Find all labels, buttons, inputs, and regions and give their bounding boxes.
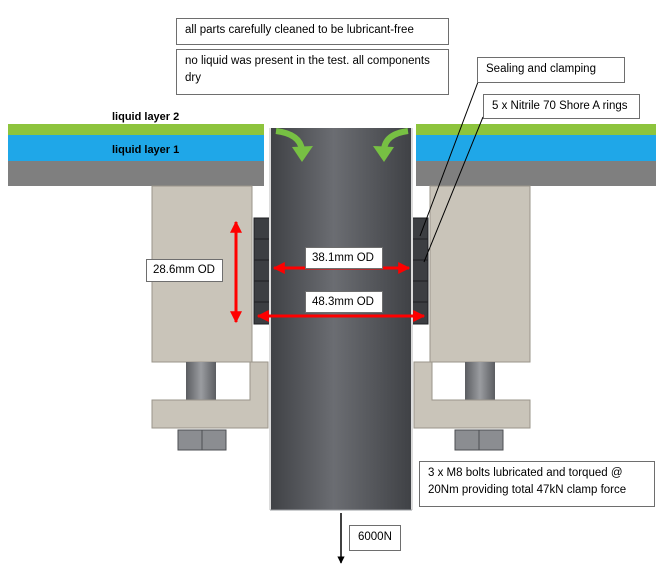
right-bolt-shank: [465, 362, 495, 400]
note-dry: no liquid was present in the test. all c…: [176, 49, 449, 95]
load-label-text: 6000N: [358, 531, 392, 543]
note-bolts-text: 3 x M8 bolts lubricated and torqued @ 20…: [428, 467, 627, 496]
left-ring-4: [253, 280, 271, 303]
left-ring-1: [253, 217, 271, 240]
dim-tube-od-text: 38.1mm OD: [312, 252, 374, 264]
left-ring-5: [253, 301, 271, 325]
flow-arrow-left-head-icon: [292, 146, 313, 162]
flow-arrow-right-head-icon: [373, 146, 394, 162]
right-ring-3: [411, 259, 429, 282]
test-tube: [270, 128, 412, 510]
leader-sealing: [419, 81, 479, 237]
note-sealing: Sealing and clamping: [477, 57, 625, 83]
right-ring-5: [411, 301, 429, 325]
left-nut-1: [177, 429, 203, 451]
note-rings-text: 5 x Nitrile 70 Shore A rings: [492, 100, 628, 112]
left-seal-rings: [253, 217, 271, 325]
load-label: 6000N: [349, 525, 401, 551]
left-nut-2: [201, 429, 227, 451]
dim-tube-od-label: 38.1mm OD: [305, 247, 383, 269]
dim-ring-od-label: 48.3mm OD: [305, 291, 383, 313]
left-bolt-shank: [186, 362, 216, 400]
label-liquid-layer-1: liquid layer 1: [112, 144, 179, 156]
note-dry-text: no liquid was present in the test. all c…: [185, 55, 430, 84]
lower-clamp-plate-right: [413, 361, 531, 429]
dim-ring-height-label: 28.6mm OD: [146, 259, 223, 282]
right-clamp-block: [429, 185, 531, 363]
note-rings: 5 x Nitrile 70 Shore A rings: [483, 94, 640, 119]
right-nut-2: [478, 429, 504, 451]
note-cleaned: all parts carefully cleaned to be lubric…: [176, 18, 449, 45]
right-seal-rings: [411, 217, 429, 325]
right-nut-1: [454, 429, 480, 451]
left-ring-2: [253, 238, 271, 261]
note-cleaned-text: all parts carefully cleaned to be lubric…: [185, 24, 414, 36]
lower-clamp-plate-left: [151, 361, 269, 429]
note-bolts: 3 x M8 bolts lubricated and torqued @ 20…: [419, 461, 655, 507]
note-sealing-text: Sealing and clamping: [486, 63, 596, 75]
label-liquid-layer-2: liquid layer 2: [112, 111, 179, 123]
leader-rings: [423, 116, 484, 263]
left-ring-3: [253, 259, 271, 282]
right-ring-4: [411, 280, 429, 303]
dim-ring-od-text: 48.3mm OD: [312, 296, 374, 308]
dim-ring-height-text: 28.6mm OD: [153, 264, 215, 276]
